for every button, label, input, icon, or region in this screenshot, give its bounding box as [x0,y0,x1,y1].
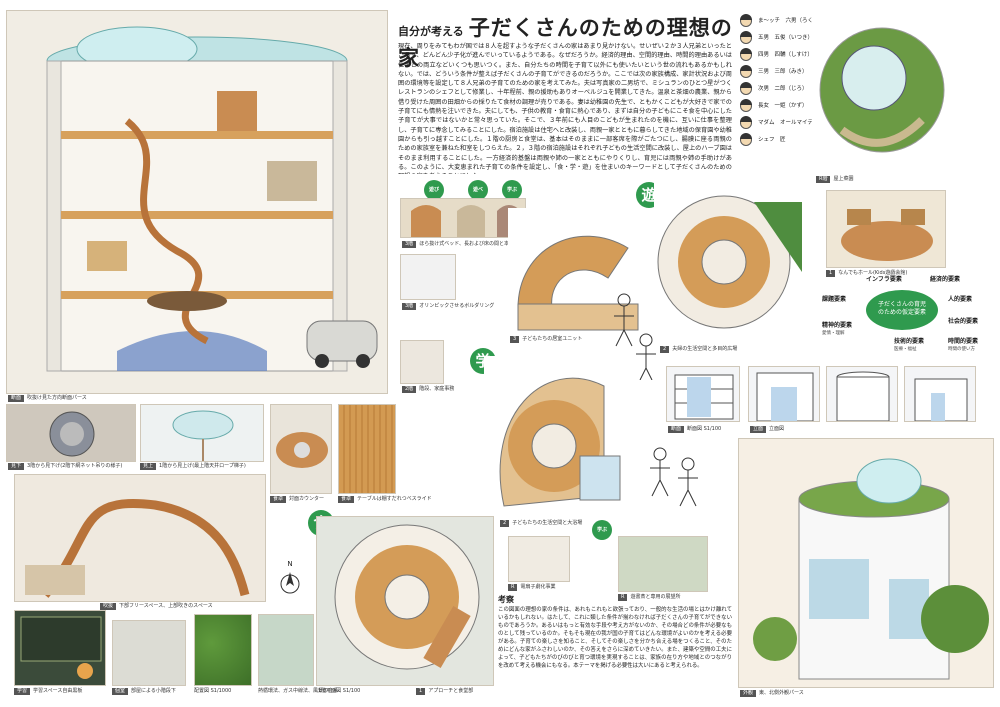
diagram-center: 子だくさんの育児 のための仮定要素 [866,290,938,330]
section-drawing [666,366,740,422]
caption-kitchen-counter: 食卓対面カウンター [270,496,324,503]
caption-main-perspective: 断面吹抜け見た方向断面パース [8,395,87,402]
rec-hall-image [826,190,946,268]
kids-figures [640,444,710,514]
third-floor-plan [508,208,648,334]
intro-text: 現在、周りをみてもわが国では８人を超すような子だくさんの家はあまり見かけない。せ… [398,43,732,174]
character-label: 次男 二郎（じろ） [758,86,808,92]
caption-room-window: 個室部屋による小階段下 [112,688,176,695]
caption-long-table: 食卓テーブルは棚すだれつべスライド [338,496,432,503]
layout-plan-image [194,614,252,686]
caption-bird-view: 熱循環法、ガス中線法、風景の音系 [258,688,339,694]
caption-exterior: 外観東、北側外観パース [740,690,804,697]
character-face [740,82,752,95]
conclusion-heading: 考察 [498,595,514,604]
ceiling-net-image [6,404,136,462]
character-label: 四男 四輔（しすけ） [758,52,813,58]
long-table-image [338,404,396,494]
exterior-perspective [738,438,994,688]
bouldering-image [400,254,456,300]
badge-small-1: 遊び [424,180,444,200]
character-label: シェフ 匠 [758,137,786,143]
diagram-node-label: 精神的要素 [822,322,853,329]
rope-ladder-image [140,404,264,462]
room-window-image [112,620,186,686]
character-face [740,31,752,44]
character-face [740,14,752,27]
caption-mid-room: 2階階段、家庭事務 [402,386,454,393]
diagram-node-sub: 医療・福祉 [894,347,917,352]
caption-bouldering: 3階オリンピックさせるボルダリング [402,303,494,310]
diagram-center-line2: のための仮定要素 [877,309,926,316]
kids-floor-plan [484,356,634,516]
north-arrow: N [280,560,300,600]
first-floor-plan [316,516,494,686]
elevation-2 [826,366,898,422]
caption-roof: R階屋上菜園 [816,176,854,183]
diagram-node-label: 時間的要素 [948,338,979,345]
character-face [740,116,752,129]
diagram-center-line1: 子だくさんの育児 [877,301,926,308]
diagram-node-label: 技術的要素 [894,338,925,345]
north-label: N [287,560,293,568]
character-label: 長女 一姫（かず） [758,103,808,109]
badge-small-2: 遊べ [468,180,488,200]
children-sketch [604,290,664,381]
factor-diagram: 子だくさんの育児 のための仮定要素 インフラ要素 経済的要素 課題要素 人的要素… [818,272,994,372]
diagram-node-label: 人的要素 [948,296,973,303]
spiral-stair-image [14,474,266,602]
badge-small-4: 学ぶ [592,520,612,540]
page-header: 自分が考える 子だくさんのための理想の家 [398,12,734,72]
diagram-node-sub: 愛情・理解 [822,331,845,336]
caption-layout-plan: 配置図 S1/1000 [194,688,232,694]
diagram-node-label: 社会的要素 [948,318,979,325]
elevation-1 [748,366,820,422]
bird-view-image [258,614,314,686]
elevation-3 [904,366,976,422]
main-perspective-image [6,10,388,394]
diagram-node-label: 課題要素 [822,296,847,303]
character-label: マダム オールマイティ [758,120,819,126]
character-face [740,133,752,146]
caption-spiral-stair: 吹抜下部フリースペース、上部吹きのスペース [100,603,213,610]
character-face [740,48,752,61]
character-face [740,65,752,78]
character-label: 三男 三郎（みき） [758,69,808,75]
loft-image [400,198,526,238]
header-title: 子だくさんのための理想の家 [398,16,733,70]
diagram-node-sub: 時間の使い方 [948,347,975,352]
couple-floor-plan [654,182,804,342]
conclusion-text: この図面の理想の家の条件は、あれもこれもと欲張っており、一般的な生活の場とはかけ… [498,607,732,669]
roof-plan-image [812,10,950,172]
study-space-image [14,610,106,686]
badge-small-3: 学ぶ [502,180,522,200]
caption-loft: 3階ほら抜け式ベッド、長および床の間と本棚、窓 [402,241,524,248]
mid-room-image [400,340,444,384]
character-face [740,99,752,112]
building-section-illustration [46,26,378,372]
character-label: ま～ッチ 六男（ろくな） [758,18,825,24]
caption-first-floor: 1階平面図 S1/100 [318,688,361,694]
bath-image [508,536,570,582]
kitchen-counter-image [270,404,332,494]
header-subtitle: 自分が考える [398,25,464,38]
caption-section: 断面断面図 S1/100 [668,426,721,433]
caption-elevation: 立面立面図 [750,426,784,433]
character-label: 五男 五俊（いつき） [758,35,814,41]
diagram-node-label: インフラ要素 [866,276,902,283]
caption-study: 学習学習スペース自由黒板 [14,688,82,695]
diagram-node-label: 経済的要素 [930,276,961,283]
library-image [618,536,708,592]
